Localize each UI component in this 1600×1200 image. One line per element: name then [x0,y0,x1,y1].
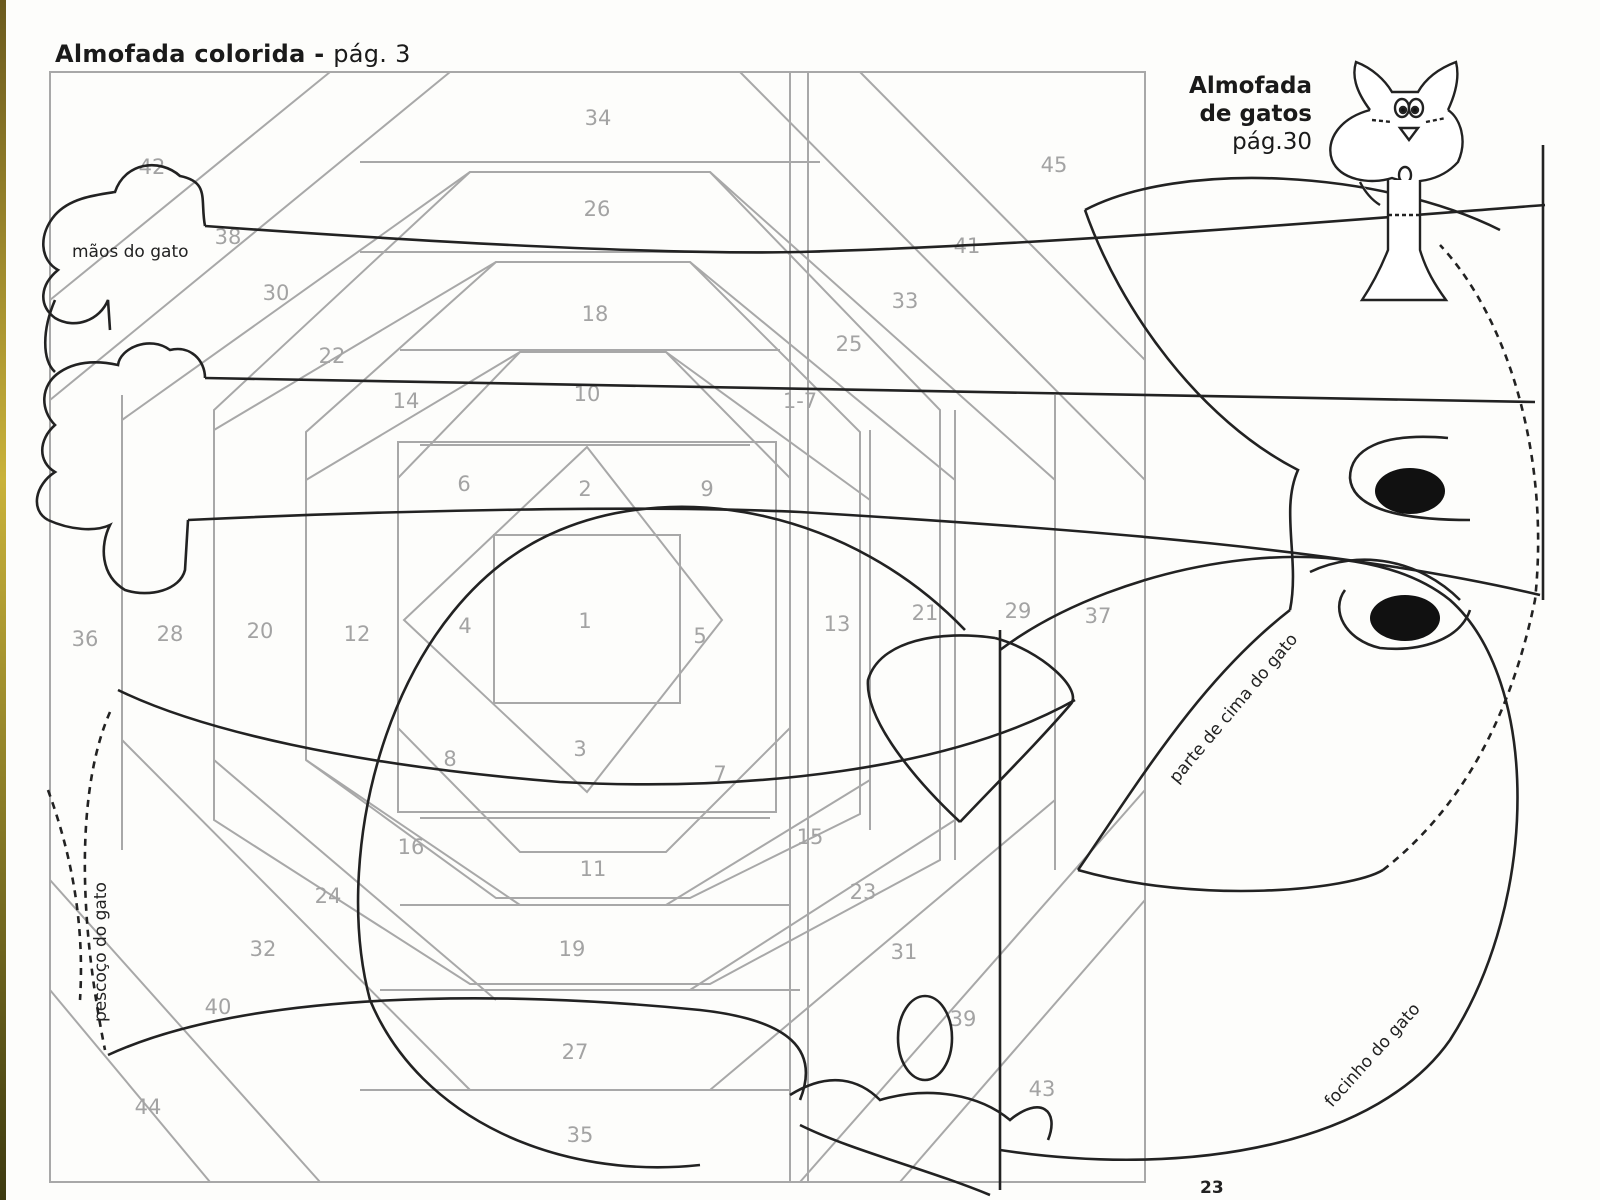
piece-number: 3 [573,737,586,761]
piece-number: 27 [562,1040,589,1064]
piece-number: 22 [319,344,346,368]
piece-number: 6 [457,472,470,496]
right-page-title: Almofada de gatos pág.30 [1189,72,1312,156]
piece-number: 29 [1005,599,1032,623]
piece-number: 45 [1041,153,1068,177]
piece-number: 12 [344,622,371,646]
piece-number: 4 [458,614,471,638]
piece-number: 14 [393,389,420,413]
piece-numbers: 1 2 3 4 5 6 7 8 9 10 11 12 13 14 15 16 1… [72,106,1112,1147]
cat-hands-outline [42,163,207,331]
piece-number: 24 [315,884,342,908]
cat-top-outline [1084,176,1501,232]
piece-number: 20 [247,619,274,643]
piece-number: 1 [578,609,591,633]
piece-number: 28 [157,622,184,646]
cat-eye-upper [1375,468,1445,514]
cat-head-circle [356,505,966,1001]
page-number: 23 [1200,1178,1224,1198]
left-title-separator: - [305,40,334,68]
piece-number: 13 [824,612,851,636]
cat-mascot-icon [1329,60,1464,302]
piece-number: 9 [700,477,713,501]
piece-number: 32 [250,937,277,961]
cat-ear-outline [866,634,996,823]
piece-number: 16 [398,835,425,859]
piece-number: 31 [891,940,918,964]
piece-number: 15 [797,825,824,849]
piece-number: 34 [585,106,612,130]
cat-paw-outline [35,342,207,522]
cat-outlines [35,145,1546,1197]
piece-number: 37 [1085,604,1112,628]
center-square [493,534,681,704]
left-title-text: Almofada colorida [55,40,306,68]
label-cat-top: parte de cima do gato [1166,630,1303,787]
piece-number: 39 [950,1007,977,1031]
left-title-page-ref: pág. 3 [333,40,411,68]
quilt-frame [49,71,1146,1183]
piece-number: 44 [135,1095,162,1119]
right-title-page-ref: pág.30 [1232,129,1312,155]
cat-snout-outline [999,555,1519,1162]
center-diamond [402,445,724,794]
piece-number: 33 [892,289,919,313]
piece-number: 23 [850,880,877,904]
piece-number: 18 [582,302,609,326]
cat-nose-oval [896,994,954,1082]
piece-number: 21 [912,601,939,625]
label-cat-neck: pescoço do gato [91,882,111,1022]
piece-number: 25 [836,332,863,356]
piece-number: 30 [263,281,290,305]
piece-number: 2 [578,477,591,501]
piece-number: 35 [567,1123,594,1147]
piece-number: 40 [205,995,232,1019]
piece-number: 19 [559,937,586,961]
piece-number: 43 [1029,1077,1056,1101]
label-cat-snout: focinho do gato [1321,999,1425,1111]
piece-number: 36 [72,627,99,651]
cat-neck-dashed [83,711,112,1051]
piece-number: 7 [713,762,726,786]
left-page-title: Almofada colorida - pág. 3 [55,40,411,68]
quilt-grid [49,71,1146,1183]
piece-number: 5 [693,624,706,648]
piece-number: 11 [580,857,607,881]
label-cat-hands: mãos do gato [72,242,189,262]
piece-number: 26 [584,197,611,221]
piece-number: 1-7 [783,389,817,413]
piece-number: 8 [443,747,456,771]
right-title-line1: Almofada [1189,73,1312,99]
cat-eye-lower [1370,595,1440,641]
page-edge-strip [0,0,6,1200]
right-title-line2: de gatos [1199,101,1312,127]
